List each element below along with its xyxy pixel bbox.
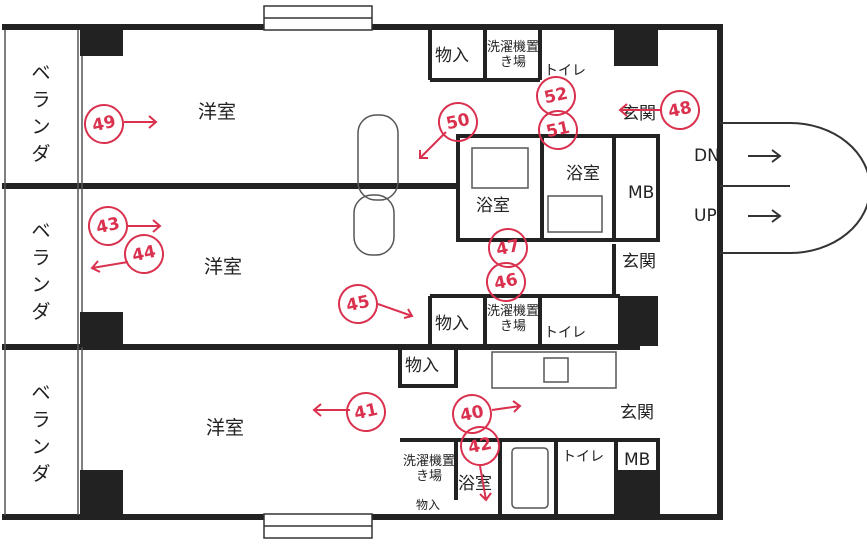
stairs-down-label: DN bbox=[694, 146, 720, 166]
veranda-rails bbox=[4, 30, 83, 515]
laundry-label-middle: 洗濯機置き場 bbox=[486, 304, 539, 334]
veranda-label-top: ベランダ bbox=[31, 62, 51, 165]
windows bbox=[263, 5, 373, 539]
entrance-label-bottom: 玄関 bbox=[620, 403, 654, 423]
fixtures bbox=[353, 114, 617, 509]
columns bbox=[80, 28, 660, 517]
stairs bbox=[720, 122, 867, 254]
stairs-up-label: UP bbox=[694, 206, 717, 226]
toilet-label-bottom: トイレ bbox=[562, 449, 604, 465]
mb-label-bottom: MB bbox=[624, 450, 651, 470]
bath-label-middle: 浴室 bbox=[476, 196, 510, 216]
veranda-label-bottom: ベランダ bbox=[31, 382, 51, 485]
small-storage-label: 物入 bbox=[416, 498, 441, 512]
veranda-label-middle: ベランダ bbox=[31, 220, 51, 323]
bath-label-top: 浴室 bbox=[566, 164, 600, 184]
entrance-label-middle: 玄関 bbox=[622, 252, 656, 272]
storage-label-top: 物入 bbox=[435, 46, 469, 66]
laundry-label-bottom: 洗濯機置き場 bbox=[402, 454, 455, 484]
interior-walls bbox=[398, 28, 660, 515]
western-room-label-middle: 洋室 bbox=[204, 256, 243, 278]
western-room-label-bottom: 洋室 bbox=[206, 417, 245, 439]
western-room-label-top: 洋室 bbox=[198, 101, 237, 123]
toilet-label-middle: トイレ bbox=[544, 325, 586, 341]
laundry-label-top: 洗濯機置き場 bbox=[486, 40, 539, 70]
mb-label-top: MB bbox=[628, 183, 655, 203]
storage-label-middle: 物入 bbox=[435, 314, 469, 334]
storage-label-bottom: 物入 bbox=[405, 356, 439, 376]
toilet-label-top: トイレ bbox=[544, 63, 586, 79]
